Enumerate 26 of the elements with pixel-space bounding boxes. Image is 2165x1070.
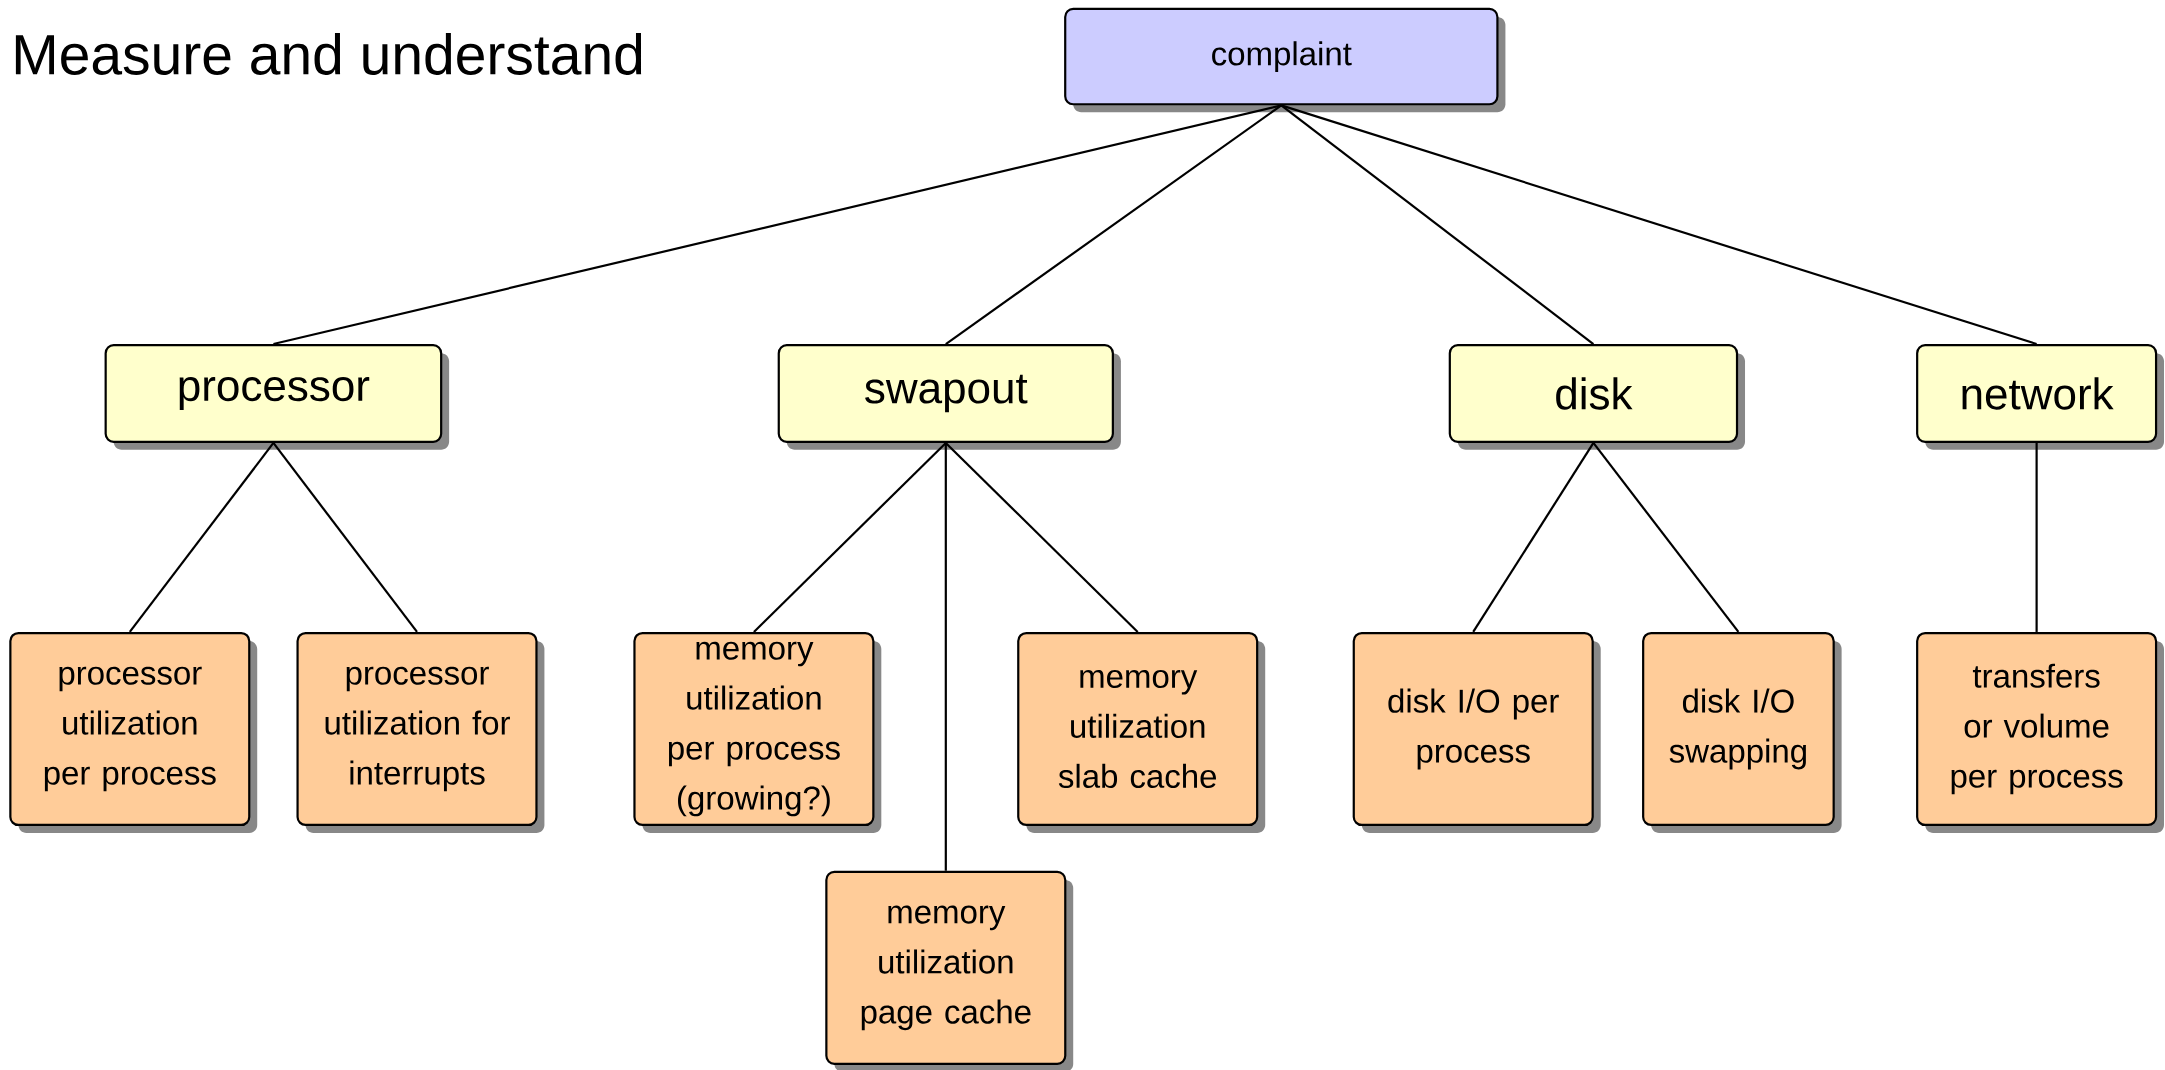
connector-line (944, 442, 947, 871)
metric-box: memory utilization slab cache (1017, 631, 1266, 833)
metric-box: disk I/O swapping (1642, 631, 1842, 833)
connector-line (2035, 442, 2038, 632)
connector-line (1592, 442, 1740, 633)
metric-box: memory utilization page cache (825, 870, 1074, 1070)
metric-box: memory utilization per process (growing?) (633, 631, 882, 833)
metric-box: processor utilization for interrupts (296, 631, 545, 833)
connector-line (753, 442, 947, 633)
title: Measure and understand (15, 33, 642, 75)
connector-line (273, 104, 1282, 346)
root-box: complaint (1064, 7, 1506, 113)
metric-box: processor utilization per process (9, 631, 258, 833)
connector-line (1280, 104, 1595, 345)
category-box: disk (1448, 344, 1745, 450)
category-box: swapout (777, 344, 1121, 450)
connector-line (945, 442, 1139, 633)
connector-line (1281, 104, 2037, 346)
connector-line (1472, 442, 1595, 633)
connector-line (945, 104, 1282, 345)
connector-line (128, 442, 275, 633)
category-box: network (1916, 344, 2164, 450)
category-box: processor (104, 344, 450, 450)
metric-box: transfers or volume per process (1916, 631, 2164, 833)
metric-box: disk I/O per process (1352, 631, 1601, 833)
connector-line (272, 442, 418, 633)
